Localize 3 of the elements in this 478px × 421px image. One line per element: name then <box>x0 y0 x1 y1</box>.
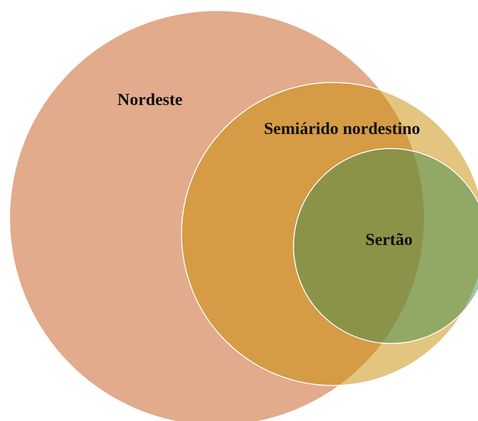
circle-label: Sertão <box>365 230 413 250</box>
circle-label: Nordeste <box>117 90 183 110</box>
circle-label: Semiárido nordestino <box>264 119 420 139</box>
